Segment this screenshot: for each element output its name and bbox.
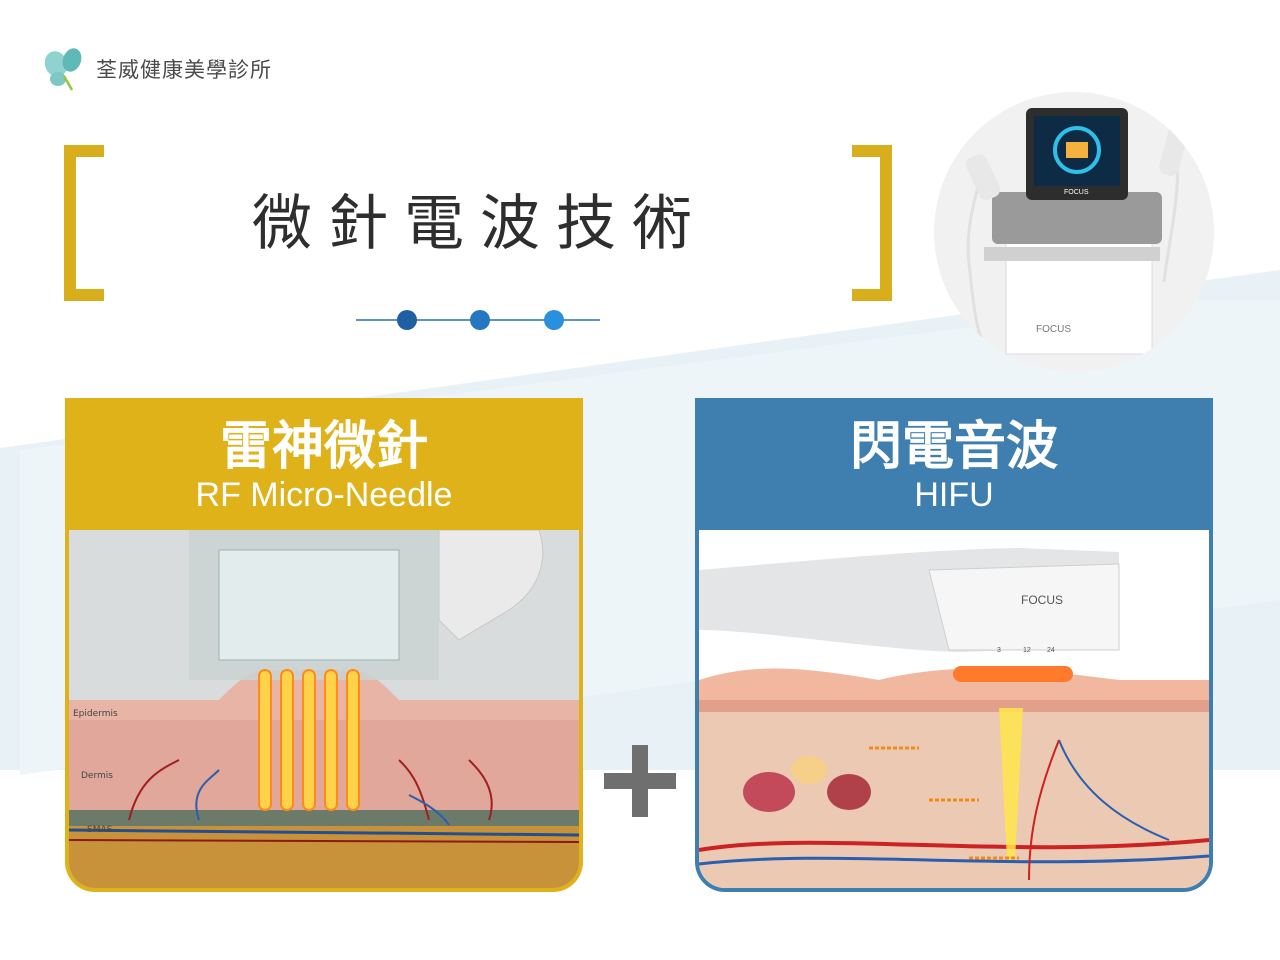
rf-microneedle-panel: 雷神微針 RF Micro-Needle: [65, 398, 583, 892]
rf-panel-title: 雷神微針: [219, 417, 428, 477]
left-bracket: [64, 145, 104, 301]
title-divider-dots: [356, 310, 600, 330]
device-image: FOCUS FOCUS: [934, 92, 1214, 372]
clinic-name: 荃威健康美學診所: [96, 58, 272, 82]
epidermis-label: Epidermis: [73, 709, 118, 719]
handpiece-brand-label: FOCUS: [1021, 593, 1063, 607]
hifu-panel: 閃電音波 HIFU FOCUS 3 12: [695, 398, 1213, 892]
dermis-label: Dermis: [81, 771, 113, 781]
right-bracket: [852, 145, 892, 301]
hifu-panel-title: 閃電音波: [849, 417, 1058, 477]
rf-skin-illustration: Epidermis Dermis SMAS: [69, 530, 579, 888]
butterfly-icon: [44, 48, 82, 91]
plus-icon: [604, 745, 676, 817]
smas-label: SMAS: [87, 825, 113, 835]
hifu-skin-illustration: FOCUS 3 12 24: [699, 530, 1209, 888]
depth-tick-2: 12: [1023, 647, 1031, 654]
hifu-panel-subtitle: HIFU: [914, 476, 994, 514]
rf-panel-subtitle: RF Micro-Needle: [195, 476, 453, 514]
svg-text:FOCUS: FOCUS: [1064, 189, 1089, 196]
depth-tick-1: 3: [997, 647, 1001, 654]
depth-tick-3: 24: [1047, 647, 1055, 654]
page-title: 微針電波技術: [252, 189, 708, 259]
device-brand-label: FOCUS: [1036, 324, 1071, 335]
clinic-logo: 荃威健康美學診所: [42, 46, 272, 92]
